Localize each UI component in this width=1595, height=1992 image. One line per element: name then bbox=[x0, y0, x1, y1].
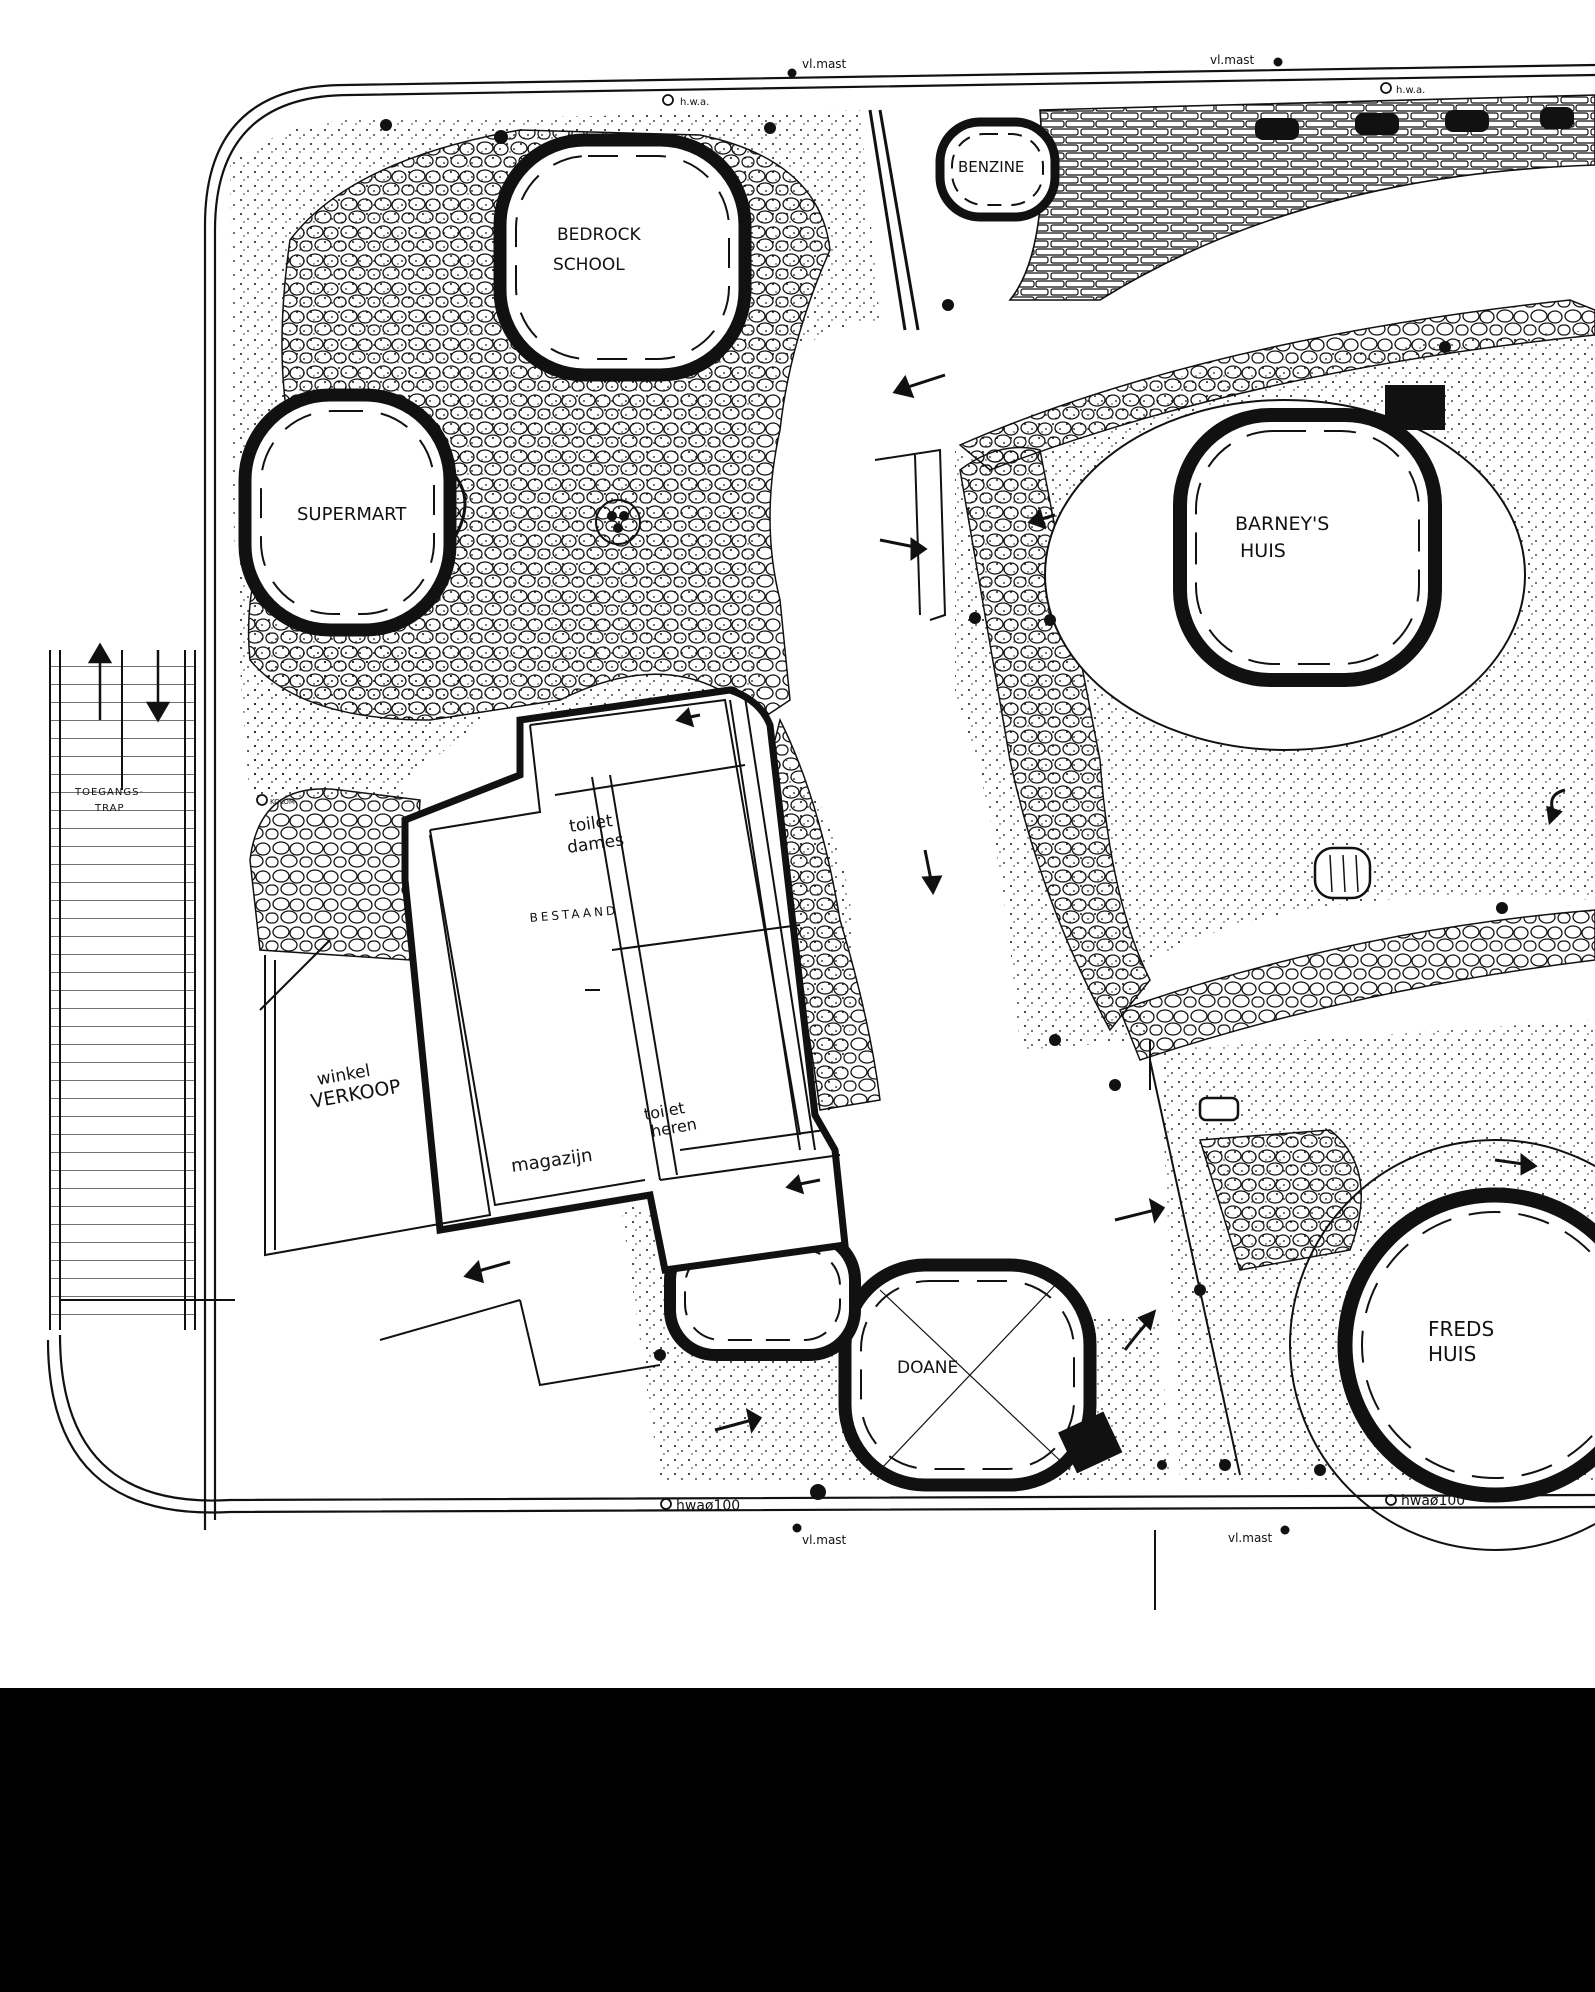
black-band bbox=[0, 1688, 1595, 1992]
hut-bedrock-school bbox=[493, 133, 752, 382]
plan-sheet: BENZINE BEDROCK SCHOOL SUPERMART BARNEY'… bbox=[0, 0, 1595, 1688]
hut-doane bbox=[838, 1258, 1123, 1492]
label-benzine: BENZINE bbox=[958, 158, 1024, 176]
label-freds-huis: HUIS bbox=[1428, 1342, 1476, 1366]
lamp-post-markers bbox=[787, 57, 1290, 1535]
label-trap: TRAP bbox=[94, 803, 125, 814]
label-barneys-huis: HUIS bbox=[1240, 540, 1286, 562]
label-barneys: BARNEY'S bbox=[1235, 513, 1329, 535]
hut-barneys-huis bbox=[1044, 385, 1526, 751]
building-existing bbox=[401, 686, 849, 1274]
bench bbox=[1313, 846, 1372, 900]
label-hwa-top-left: h.w.a. bbox=[680, 97, 709, 108]
label-hwa-bottom-right: hwaø100 bbox=[1401, 1493, 1465, 1509]
building-labels: BENZINE BEDROCK SCHOOL SUPERMART BARNEY'… bbox=[297, 158, 1494, 1378]
label-doane: DOANE bbox=[897, 1358, 958, 1378]
site-plan-drawing: BENZINE BEDROCK SCHOOL SUPERMART BARNEY'… bbox=[46, 53, 1595, 1610]
hut-benzine bbox=[935, 117, 1060, 222]
stair-labels: TOEGANGS- TRAP bbox=[74, 787, 144, 814]
downpipe-markers bbox=[256, 82, 1397, 1510]
label-hwa-bottom-left: hwaø100 bbox=[676, 1498, 740, 1514]
label-vlmast-bottom-right: vl.mast bbox=[1228, 1531, 1273, 1545]
marker-labels: KOLOM vl.mast vl.mast h.w.a. h.w.a. hwaø… bbox=[270, 53, 1465, 1547]
access-stair bbox=[49, 642, 235, 1330]
shrubs bbox=[380, 119, 1508, 1476]
label-school: SCHOOL bbox=[553, 255, 625, 275]
label-bedrock: BEDROCK bbox=[557, 225, 642, 245]
label-freds: FREDS bbox=[1428, 1317, 1494, 1341]
planter bbox=[1198, 1096, 1240, 1122]
fire-pit bbox=[595, 499, 641, 545]
traffic-arrows bbox=[463, 373, 1566, 1434]
label-hwa-top-right: h.w.a. bbox=[1396, 85, 1425, 96]
brick-driveway bbox=[868, 94, 1595, 331]
label-kolom: KOLOM bbox=[270, 798, 295, 806]
label-supermart: SUPERMART bbox=[297, 504, 407, 525]
hut-supermart bbox=[238, 388, 467, 637]
hut-freds-huis bbox=[1289, 1139, 1595, 1551]
label-vlmast-top-right: vl.mast bbox=[1210, 53, 1255, 67]
label-toegangs: TOEGANGS- bbox=[74, 787, 144, 798]
roadway-edges bbox=[379, 448, 1241, 1610]
shop-building bbox=[259, 834, 492, 1257]
site-boundary bbox=[46, 63, 1595, 1530]
label-vlmast-top-left: vl.mast bbox=[802, 57, 847, 71]
label-vlmast-bottom-left: vl.mast bbox=[802, 1533, 847, 1547]
